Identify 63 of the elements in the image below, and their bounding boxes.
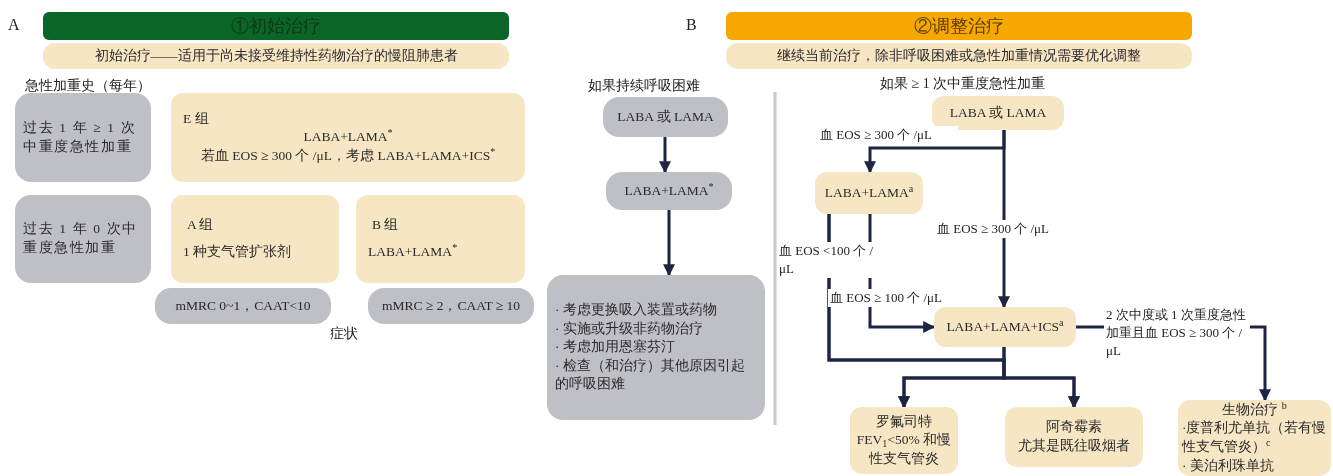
text-label: B bbox=[686, 15, 698, 35]
node-text: LABA 或 LAMA bbox=[616, 107, 715, 126]
process-box bbox=[43, 43, 509, 69]
process-box bbox=[606, 172, 732, 210]
process-box bbox=[726, 43, 1192, 69]
node-text: LABA+LAMA+ICS$^{a}$ bbox=[945, 317, 1065, 336]
text-label: A bbox=[8, 15, 21, 35]
edge-label: 2 次中度或 1 次重度急性加重且血 EOS ≥ 300 个 /μL bbox=[1104, 306, 1250, 360]
process-box bbox=[15, 93, 151, 182]
node-text: · 考虑加用恩塞芬汀 bbox=[554, 338, 676, 357]
process-box bbox=[155, 288, 331, 324]
node-text: FEV$_{1}$<50% 和慢性支气管炎 bbox=[855, 431, 953, 468]
node-text: LABA+LAMA$^{*}$ bbox=[367, 243, 459, 261]
arrow bbox=[1002, 347, 1080, 409]
text-label: 急性加重史（每年） bbox=[25, 77, 152, 95]
node-text: A 组 bbox=[186, 216, 215, 235]
node-text: 阿奇霉素 bbox=[1045, 418, 1103, 437]
node-text: · 检查（和治疗）其他原因引起的呼吸困难 bbox=[554, 356, 746, 394]
process-box bbox=[547, 275, 765, 420]
process-box bbox=[171, 93, 525, 182]
process-box bbox=[934, 307, 1076, 347]
process-box bbox=[356, 195, 525, 283]
node-text: · 实施或升级非药物治疗 bbox=[554, 319, 704, 338]
node-text: mMRC 0~1，CAAT<10 bbox=[174, 296, 312, 315]
node-text: E 组 bbox=[182, 109, 209, 128]
process-box bbox=[368, 288, 534, 324]
node-text: 初始治疗——适用于尚未接受维持性药物治疗的慢阻肺患者 bbox=[93, 46, 459, 65]
process-box bbox=[850, 407, 958, 474]
node-text: B 组 bbox=[371, 216, 400, 235]
text-label: 症状 bbox=[330, 325, 359, 343]
node-text: LABA+LAMA$^{a}$ bbox=[823, 183, 915, 202]
node-text: 继续当前治疗，除非呼吸困难或急性加重情况需要优化调整 bbox=[776, 46, 1142, 65]
node-text: 生物治疗 $^{b}$ bbox=[1222, 400, 1287, 419]
node-text: · 美泊利珠单抗 bbox=[1181, 456, 1274, 475]
arrow bbox=[663, 210, 675, 277]
header-bar bbox=[726, 12, 1192, 40]
node-text: LABA+LAMA$^{*}$ bbox=[623, 181, 715, 200]
node-text: · 考虑更换吸入装置或药物 bbox=[554, 301, 718, 320]
process-box bbox=[932, 96, 1064, 130]
node-text: 过去 1 年 0 次中重度急性加重 bbox=[22, 220, 139, 257]
process-box bbox=[1178, 400, 1331, 476]
arrow bbox=[659, 137, 671, 174]
process-box bbox=[171, 195, 339, 283]
text-label: 如果持续呼吸困难 bbox=[588, 77, 701, 95]
node-text: ·度普利尤单抗（若有慢性支气管炎）$^{c}$ bbox=[1180, 419, 1328, 456]
process-box bbox=[1005, 407, 1143, 467]
node-text: ②调整治疗 bbox=[913, 14, 1005, 38]
node-text: 若血 EOS ≥ 300 个 /μL，考虑 LABA+LAMA+ICS$^{*}$ bbox=[200, 146, 496, 165]
node-text: LABA+LAMA$^{*}$ bbox=[303, 128, 393, 147]
node-text: mMRC ≥ 2，CAAT ≥ 10 bbox=[380, 296, 522, 315]
process-box bbox=[815, 172, 923, 214]
text-label: 如果 ≥ 1 次中重度急性加重 bbox=[880, 75, 1047, 93]
header-bar bbox=[43, 12, 509, 40]
arrow bbox=[998, 130, 1010, 309]
node-text: 罗氟司特 bbox=[875, 412, 933, 431]
node-text: LABA 或 LAMA bbox=[948, 103, 1048, 122]
node-text: 尤其是既往吸烟者 bbox=[1017, 437, 1131, 455]
process-box bbox=[603, 97, 728, 137]
process-box bbox=[15, 195, 151, 283]
edge-label: 血 EOS <100 个 /μL bbox=[777, 242, 875, 278]
node-text: 过去 1 年 ≥ 1 次中重度急性加重 bbox=[22, 118, 138, 156]
edge-label: 血 EOS ≥ 300 个 /μL bbox=[818, 126, 958, 144]
node-text: 1 种支气管扩张剂 bbox=[182, 243, 293, 261]
